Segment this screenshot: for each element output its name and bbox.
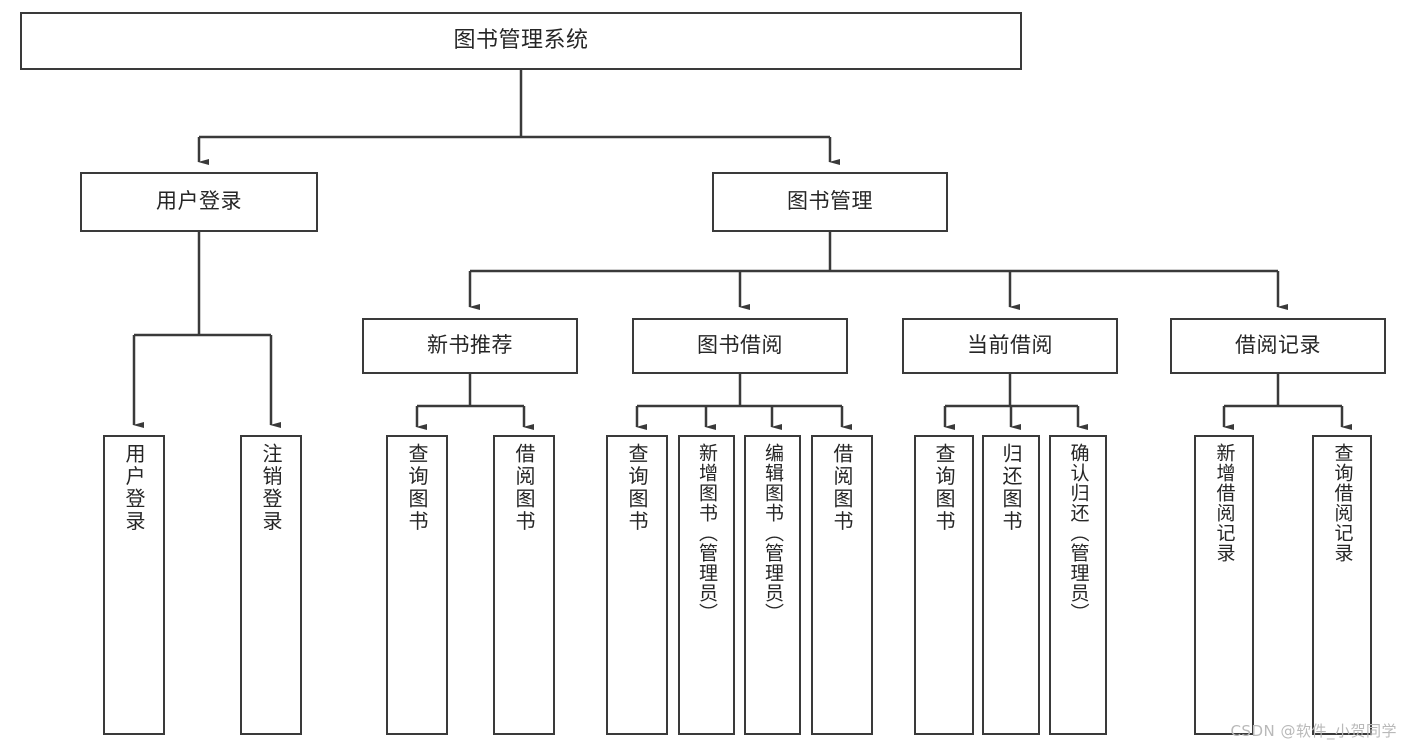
leaf-current-borrow-return[interactable]: 归还图书: [982, 435, 1040, 735]
leaf-user-login-login[interactable]: 用户登录: [103, 435, 165, 735]
leaf-current-borrow-query[interactable]: 查询图书: [914, 435, 974, 735]
leaf-borrow-record-add[interactable]: 新增借阅记录: [1194, 435, 1254, 735]
node-label: 用户登录: [156, 189, 242, 214]
node-label: 查询借阅记录: [1331, 443, 1354, 563]
node-label: 确认归还（管理员）: [1067, 443, 1090, 623]
node-label: 借阅图书: [512, 443, 536, 533]
node-label: 当前借阅: [967, 333, 1053, 358]
node-borrow-record[interactable]: 借阅记录: [1170, 318, 1386, 374]
node-label: 借阅记录: [1235, 333, 1321, 358]
node-label: 新增借阅记录: [1213, 443, 1236, 563]
node-label: 归还图书: [999, 443, 1023, 533]
leaf-new-book-query[interactable]: 查询图书: [386, 435, 448, 735]
node-label: 图书管理系统: [453, 27, 589, 53]
leaf-new-book-borrow[interactable]: 借阅图书: [493, 435, 555, 735]
node-label: 借阅图书: [830, 443, 854, 533]
node-new-book-recommend[interactable]: 新书推荐: [362, 318, 578, 374]
node-book-borrow[interactable]: 图书借阅: [632, 318, 848, 374]
node-label: 新增图书（管理员）: [696, 443, 718, 623]
node-user-login[interactable]: 用户登录: [80, 172, 318, 232]
leaf-book-borrow-add[interactable]: 新增图书（管理员）: [678, 435, 735, 735]
node-label: 用户登录: [122, 443, 146, 533]
node-label: 编辑图书（管理员）: [762, 443, 784, 623]
node-label: 查询图书: [625, 443, 649, 533]
leaf-book-borrow-edit[interactable]: 编辑图书（管理员）: [744, 435, 801, 735]
node-current-borrow[interactable]: 当前借阅: [902, 318, 1118, 374]
node-label: 新书推荐: [427, 333, 513, 358]
leaf-current-borrow-confirm-return[interactable]: 确认归还（管理员）: [1049, 435, 1107, 735]
node-label: 查询图书: [932, 443, 956, 533]
node-label: 图书管理: [787, 189, 873, 214]
leaf-book-borrow-query[interactable]: 查询图书: [606, 435, 668, 735]
leaf-borrow-record-query[interactable]: 查询借阅记录: [1312, 435, 1372, 735]
node-label: 查询图书: [405, 443, 429, 533]
leaf-user-login-logout[interactable]: 注销登录: [240, 435, 302, 735]
node-label: 图书借阅: [697, 333, 783, 358]
node-root-system[interactable]: 图书管理系统: [20, 12, 1022, 70]
leaf-book-borrow-borrow[interactable]: 借阅图书: [811, 435, 873, 735]
watermark: CSDN @软件_小贺同学: [1230, 722, 1397, 740]
node-label: 注销登录: [259, 443, 283, 533]
node-book-management[interactable]: 图书管理: [712, 172, 948, 232]
